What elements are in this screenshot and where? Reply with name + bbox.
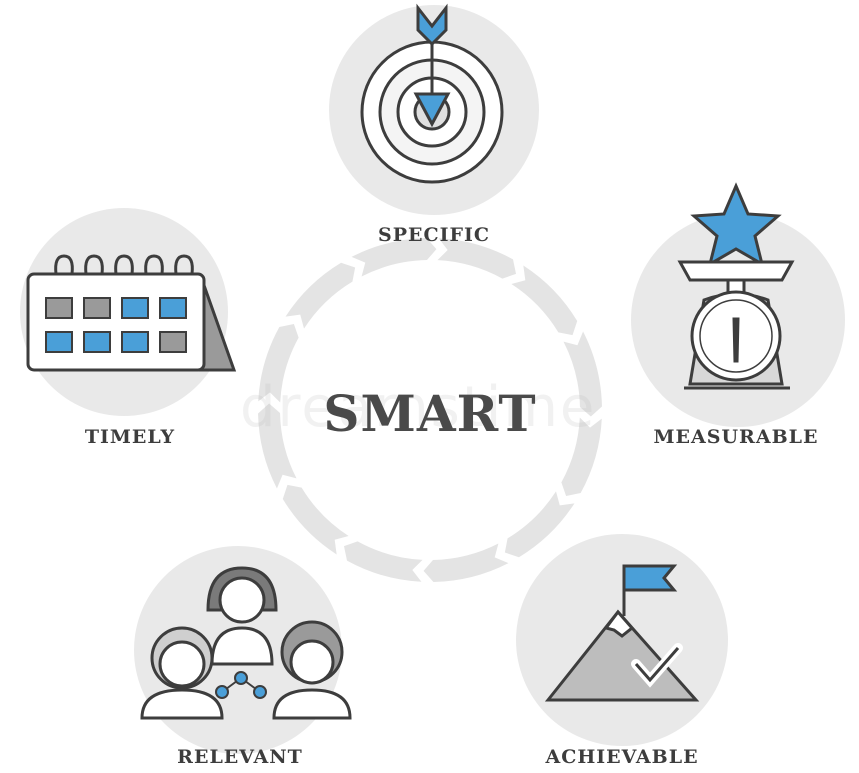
label-specific: SPECIFIC <box>378 224 490 246</box>
specific-icon-group <box>329 3 539 215</box>
watermark: dreamstime <box>240 375 597 440</box>
label-timely: TIMELY <box>84 426 176 448</box>
calendar-ring <box>144 254 164 275</box>
cycle-arrow-segment <box>504 491 575 558</box>
calendar-day-cell <box>45 297 73 319</box>
calendar-ring <box>84 254 104 275</box>
label-relevant: RELEVANT <box>177 746 303 768</box>
calendar-ring <box>114 254 134 275</box>
relevant-icon-group <box>134 546 352 754</box>
calendar-ring <box>174 254 194 275</box>
cycle-arrow-segment <box>437 238 517 279</box>
cycle-arrow-segment <box>258 323 299 403</box>
scale-star-icon <box>677 182 795 390</box>
cycle-arrow-segment <box>561 417 602 497</box>
calendar-icon <box>26 254 237 372</box>
calendar-ring <box>54 254 74 275</box>
calendar-day-cell <box>45 331 73 353</box>
timely-icon-group <box>20 208 237 416</box>
label-achievable: ACHIEVABLE <box>545 746 699 768</box>
calendar-day-cell <box>83 297 111 319</box>
achievable-icon-group <box>516 534 728 746</box>
cycle-arrow-segment <box>282 484 349 555</box>
calendar-day-cell <box>83 331 111 353</box>
calendar-day-cell <box>159 297 187 319</box>
calendar-day-cell <box>159 331 187 353</box>
cycle-arrow-segment <box>285 262 356 329</box>
target-arrow-icon <box>360 3 504 184</box>
mountain-flag-icon <box>544 564 700 702</box>
cycle-arrow-segment <box>423 543 509 582</box>
measurable-icon-group <box>631 182 845 427</box>
cycle-arrow-segment <box>343 541 423 582</box>
calendar-day-cell <box>121 297 149 319</box>
cycle-arrow-segment <box>351 238 437 277</box>
cycle-arrows <box>258 238 602 582</box>
label-measurable: MEASURABLE <box>653 426 819 448</box>
calendar-day-cell <box>121 331 149 353</box>
cycle-arrow-segment <box>563 331 602 417</box>
center-title: SMART <box>323 384 537 443</box>
team-network-icon <box>140 566 352 720</box>
cycle-arrow-segment <box>258 403 297 489</box>
cycle-arrow-segment <box>511 265 578 336</box>
